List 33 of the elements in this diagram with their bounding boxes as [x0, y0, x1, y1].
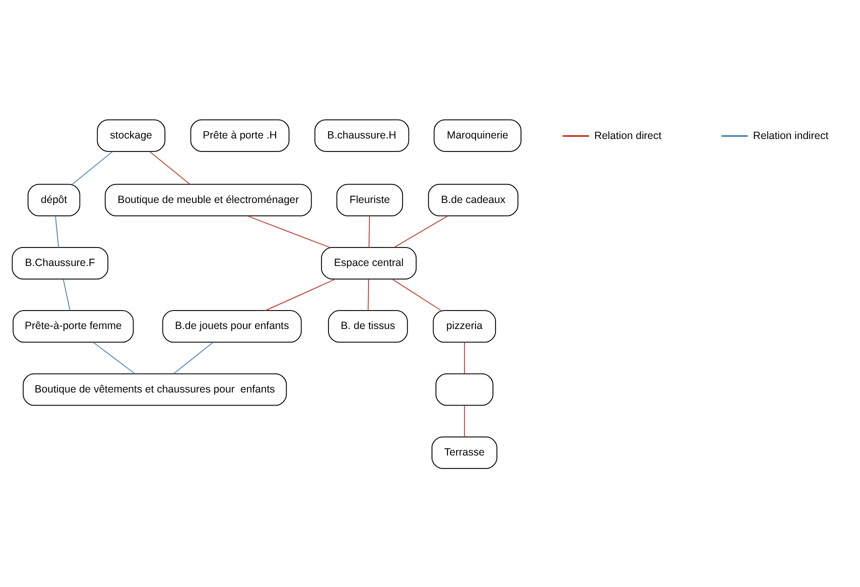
connector [264, 278, 336, 311]
node-box: Maroquinerie [434, 119, 522, 152]
connector [394, 216, 448, 248]
connector [173, 342, 214, 374]
connector [72, 151, 113, 185]
node-box: B. de tissus [328, 310, 408, 343]
node-box: Fleuriste [336, 184, 404, 216]
node-box: Boutique de meuble et électroménager [104, 184, 312, 216]
node-box: Terrasse [432, 436, 498, 469]
node-box: dépôt [28, 184, 80, 216]
node-box: pizzeria [432, 310, 496, 343]
node-box [435, 373, 494, 406]
node-box: B.chaussure.H [314, 119, 410, 152]
connector [392, 278, 442, 311]
node-box: Prête à porte .H [190, 119, 290, 152]
node-box: Prête-à-porte femme [12, 310, 134, 343]
connector [55, 216, 59, 248]
connector [247, 216, 330, 248]
node-box: B.de jouets pour enfants [162, 310, 302, 343]
connector [464, 342, 465, 374]
node-box: stockage [96, 119, 166, 152]
connector [92, 342, 136, 374]
connector [368, 216, 370, 248]
node-box: B.Chaussure.F [12, 247, 108, 280]
node-box: Espace central [321, 247, 417, 280]
legend-label: Relation direct [594, 130, 662, 142]
node-box: B.de cadeaux [428, 184, 518, 216]
node-box: Boutique de vêtements et chaussures pour enfants [22, 373, 287, 406]
connector [149, 151, 190, 185]
connector [62, 278, 70, 311]
connector [368, 278, 370, 311]
connector [464, 405, 465, 438]
legend-label: Relation indirect [753, 130, 828, 142]
